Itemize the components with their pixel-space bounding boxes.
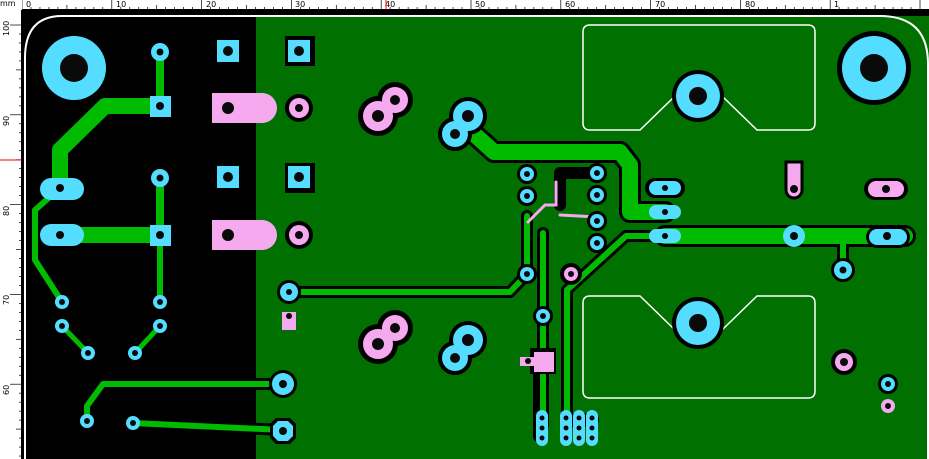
track (564, 233, 668, 428)
header-connector[interactable] (536, 410, 598, 446)
pink-figure8-pad-top[interactable] (358, 82, 413, 136)
pcb-layout[interactable] (22, 10, 929, 459)
figure8-pad-top[interactable] (438, 97, 487, 151)
drill-hole (524, 271, 530, 277)
pink-shaped-pads[interactable] (282, 160, 908, 374)
drill-hole (839, 266, 847, 274)
ruler-left-label: 100 (2, 21, 11, 36)
pink-figure8-pad-bottom[interactable] (358, 310, 413, 364)
pink-tab-pad-bottom[interactable] (212, 220, 277, 250)
drill-hole (84, 418, 90, 424)
drill-hole (59, 323, 65, 329)
drill-hole (524, 193, 530, 199)
ruler-top-label: 1 (834, 0, 839, 9)
drill-hole (279, 380, 287, 388)
ruler-top-label: 10 (116, 0, 126, 9)
mounting-hole-left[interactable] (42, 36, 106, 100)
ruler-top-label: 40 (385, 0, 395, 9)
drill-hole (524, 171, 530, 177)
track (84, 381, 286, 424)
drill-hole (594, 218, 600, 224)
ruler-left-label: 80 (2, 206, 11, 216)
ruler-top-label: 20 (206, 0, 216, 9)
drill-hole (85, 350, 91, 356)
vertical-ruler-ticks (10, 24, 22, 457)
track (130, 420, 286, 433)
mounting-hole-right[interactable] (837, 31, 911, 105)
ruler-unit-label: mm (0, 0, 16, 8)
ruler-top-label: 0 (26, 0, 31, 9)
drill-hole (130, 420, 136, 426)
pink-tab-pad (784, 160, 804, 200)
figure8-pad-bottom[interactable] (438, 321, 487, 375)
drill-hole (59, 299, 65, 305)
ruler-top-label: 50 (475, 0, 485, 9)
ruler-left-label: 60 (2, 385, 11, 395)
drill-hole (594, 240, 600, 246)
pink-track (526, 180, 558, 224)
drill-hole (156, 48, 164, 56)
cyan-oval-pads[interactable] (40, 178, 910, 248)
drill-hole (157, 299, 163, 305)
pink-square-pad (534, 352, 554, 372)
ruler-left-label: 70 (2, 295, 11, 305)
drill-hole (885, 381, 891, 387)
cyan-small-pads[interactable] (55, 43, 898, 430)
ruler-top-label: 30 (295, 0, 305, 9)
horizontal-ruler-ticks (21, 0, 921, 10)
vertical-ruler[interactable]: 100 90 80 70 60 (0, 10, 22, 459)
pink-tab-pad-top[interactable] (212, 93, 277, 123)
drill-hole (594, 170, 600, 176)
drill-hole (594, 192, 600, 198)
pink-round-pads[interactable] (285, 94, 895, 413)
drill-hole (790, 232, 798, 240)
drill-hole (286, 289, 292, 295)
track-power (456, 117, 673, 220)
ruler-top-label: 60 (565, 0, 575, 9)
drill-hole (540, 313, 546, 319)
ruler-corner: mm (0, 0, 22, 10)
board-canvas[interactable] (22, 10, 929, 459)
heatsink-hole-top[interactable] (672, 70, 724, 122)
horizontal-ruler[interactable]: 0 10 20 30 40 50 60 70 80 1 (0, 0, 929, 10)
octagon-pad[interactable] (270, 418, 296, 444)
square-pads[interactable] (150, 36, 315, 246)
heatsink-hole-bottom[interactable] (672, 297, 724, 349)
ruler-left-label: 90 (2, 116, 11, 126)
ruler-top-label: 80 (745, 0, 755, 9)
pink-tab-pad (282, 312, 296, 330)
track (52, 98, 168, 196)
drill-hole (156, 174, 164, 182)
drill-hole (157, 323, 163, 329)
board-outline (24, 15, 929, 459)
track (286, 213, 530, 295)
drill-hole (132, 350, 138, 356)
ruler-top-label: 70 (655, 0, 665, 9)
